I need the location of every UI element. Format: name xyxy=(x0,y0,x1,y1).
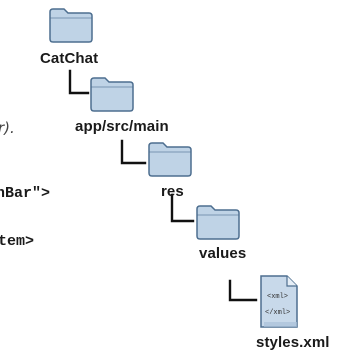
file-icon-text-open: <xml> xyxy=(267,293,288,301)
code-fragment-item-close: tem> xyxy=(0,233,35,250)
xml-file-icon: <xml> </xml> xyxy=(258,274,300,330)
file-icon-text-close: </xml> xyxy=(265,309,290,317)
connector-catchat-app xyxy=(68,69,90,95)
folder-label-values: values xyxy=(199,245,247,262)
code-fragment-actionbar: nBar"> xyxy=(0,185,51,202)
folder-icon xyxy=(48,7,94,43)
folder-label-res: res xyxy=(161,183,184,200)
connector-app-res xyxy=(120,139,147,165)
folder-icon xyxy=(89,76,135,112)
file-label-styles-xml: styles.xml xyxy=(256,334,330,351)
folder-label-catchat: CatChat xyxy=(40,50,99,67)
connector-values-styles xyxy=(228,279,258,302)
code-fragment-annotation: r). xyxy=(0,119,15,137)
folder-icon xyxy=(147,141,193,177)
folder-label-app-src-main: app/src/main xyxy=(75,118,169,135)
connector-res-values xyxy=(170,193,195,223)
folder-icon xyxy=(195,204,241,240)
